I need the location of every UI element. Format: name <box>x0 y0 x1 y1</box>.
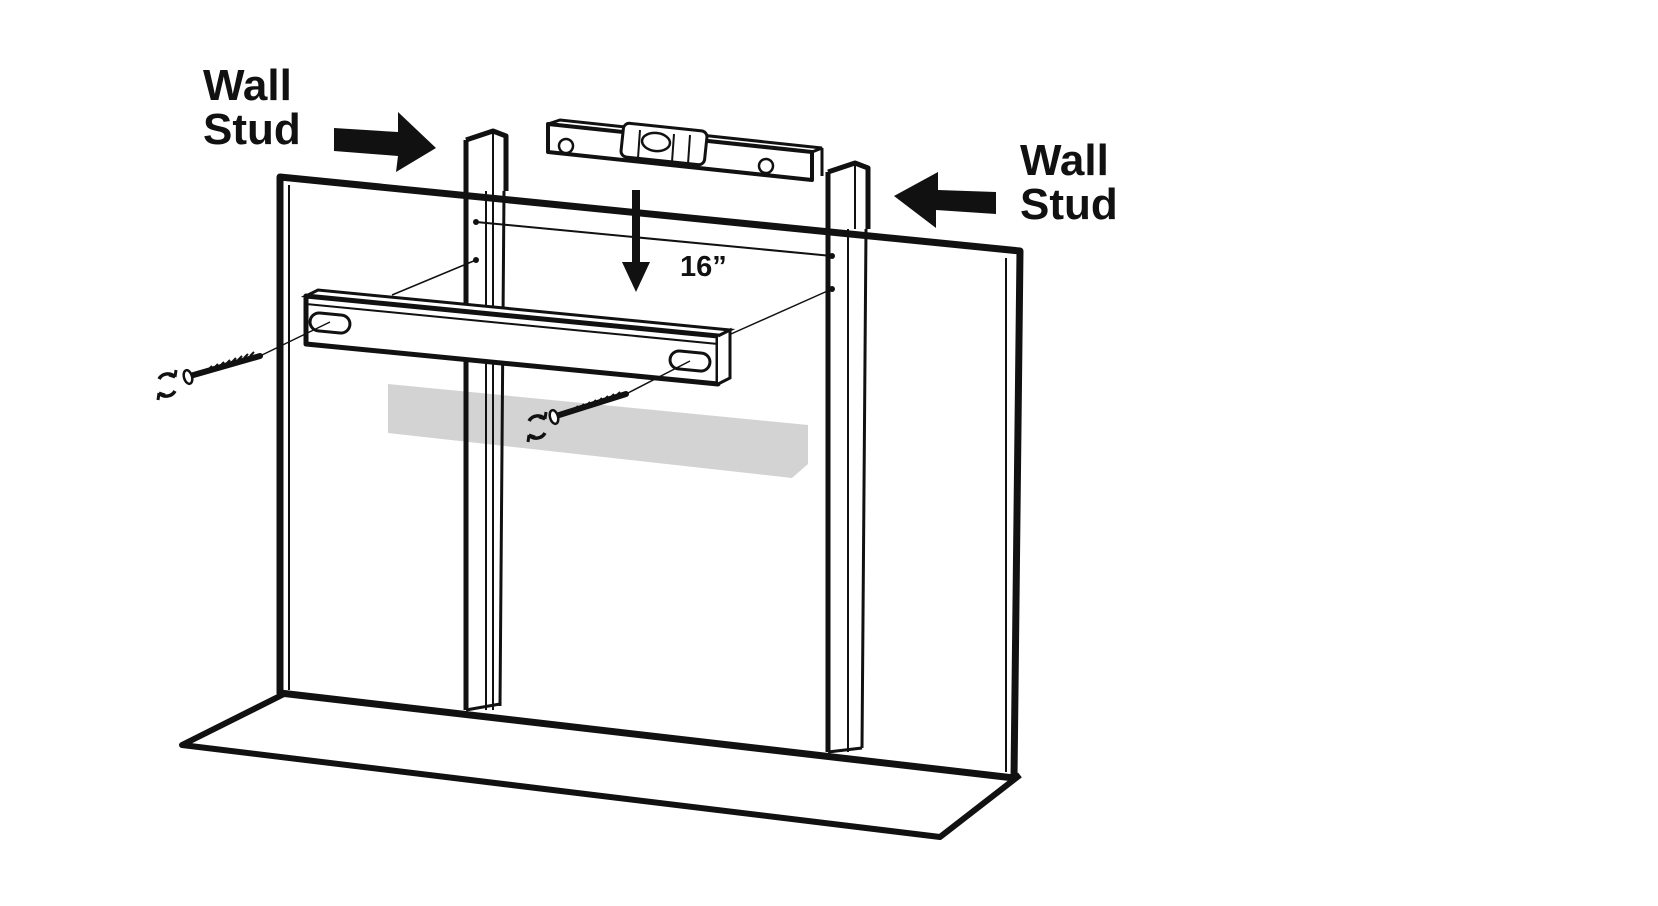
bracket-slot-left <box>308 311 352 335</box>
rotate-arrows-icon <box>526 411 548 443</box>
bubble-level-icon <box>546 118 824 182</box>
mounting-bracket <box>300 288 736 387</box>
wall-stud-right <box>825 160 871 754</box>
rotate-arrows-icon <box>156 369 178 401</box>
guide-line-right <box>721 288 833 339</box>
wall-panel <box>276 173 1024 782</box>
arrow-right-icon <box>334 112 436 172</box>
arrow-left-icon <box>894 172 996 228</box>
guide-line-left <box>391 259 477 296</box>
wall-stud-label-right: Wall Stud <box>1020 136 1118 229</box>
lag-screw-right <box>548 360 691 426</box>
wall-stud-label-left: Wall Stud <box>203 61 301 154</box>
stud-spacing-measurement <box>473 219 835 259</box>
stud-spacing-label: 16” <box>680 251 727 283</box>
floor-panel <box>179 690 1022 840</box>
lag-screw-left <box>182 321 331 386</box>
wall-stud-left <box>463 128 509 712</box>
down-arrow-icon <box>622 190 650 292</box>
